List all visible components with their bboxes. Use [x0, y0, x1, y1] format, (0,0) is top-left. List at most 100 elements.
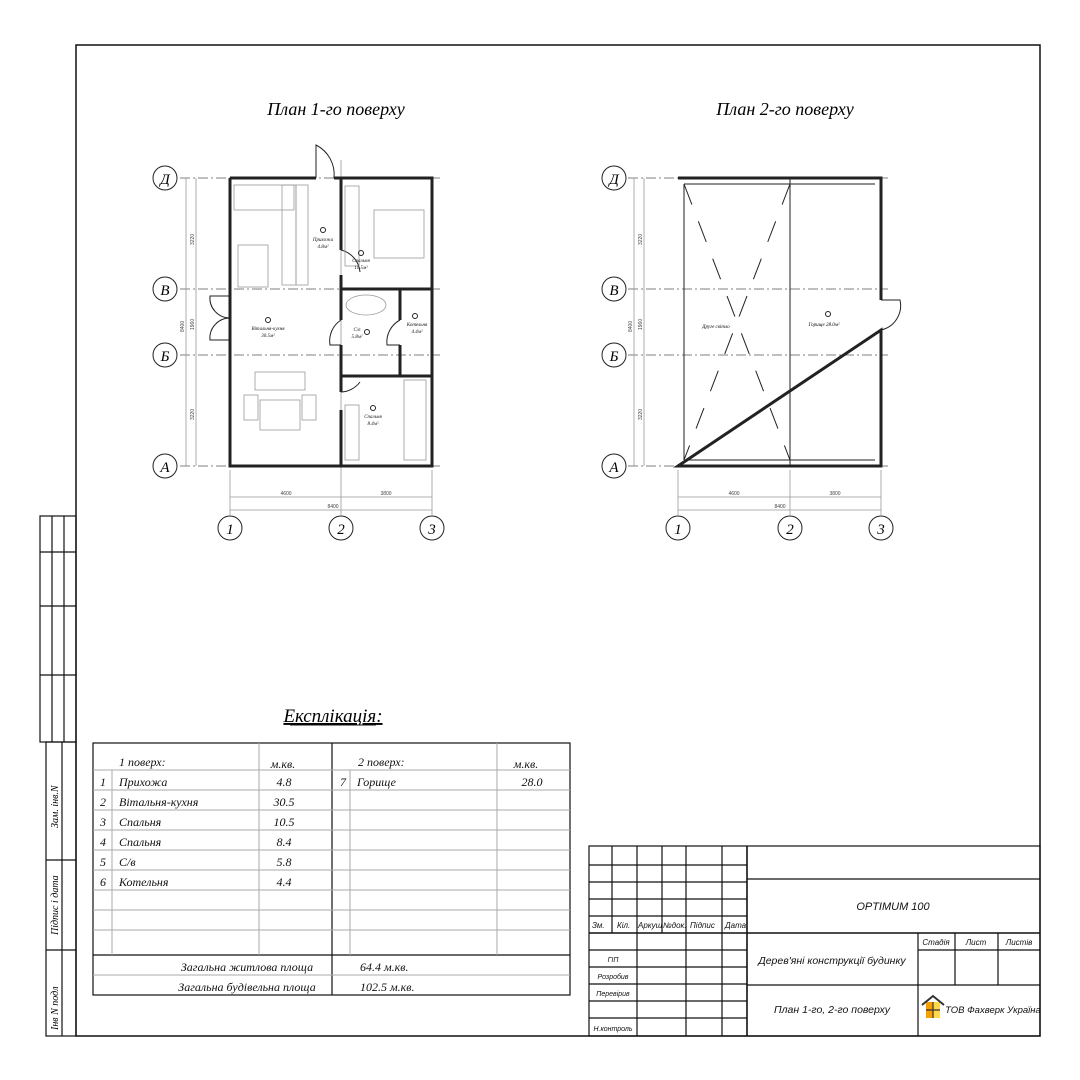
axis-label: 2 — [786, 522, 794, 538]
table-row: 7 Горище 28.0 — [340, 775, 543, 789]
dim-text: 3220 — [190, 234, 196, 245]
axis-label: В — [609, 283, 618, 299]
stage-header: Стадія — [922, 938, 950, 947]
role-norm-control: Н.контроль — [593, 1026, 632, 1033]
svg-text:5.8м²: 5.8м² — [352, 334, 363, 340]
axis-label: 3 — [427, 522, 436, 538]
room-area: 10.5 — [274, 815, 295, 829]
axis-label: А — [159, 460, 170, 476]
axis-label: Б — [609, 349, 619, 365]
dimension-lines: 3220 1960 3220 8400 4600 3800 8400 — [628, 178, 881, 511]
svg-text:30.5м²: 30.5м² — [261, 333, 275, 339]
project-name: OPTIMUM 100 — [856, 901, 930, 913]
sheets-total-header: Листів — [1005, 938, 1033, 947]
axis-bubble-3 — [868, 515, 894, 541]
row-number: 6 — [100, 875, 106, 889]
room-name: Котельня — [118, 875, 169, 889]
room-area: 8.4 — [277, 835, 292, 849]
dim-text: 3220 — [190, 409, 196, 420]
axis-label: А — [608, 460, 619, 476]
door — [880, 299, 902, 331]
floor1-header: 1 поверх: — [119, 755, 166, 769]
side-label-inv-original: Інв N подл — [50, 986, 61, 1031]
role-chief-engineer: ГІП — [608, 957, 620, 964]
second-light-cross — [683, 183, 791, 461]
room-area: 30.5 — [273, 795, 295, 809]
table-row: 6 Котельня 4.4 — [100, 875, 292, 889]
table-row: 4 Спальня 8.4 — [100, 835, 292, 849]
room-name: Горище — [356, 775, 397, 789]
company-logo — [921, 994, 945, 1018]
dim-text: 3220 — [638, 409, 644, 420]
row-number: 3 — [99, 815, 106, 829]
total-building-label: Загальна будівельна площа — [178, 980, 315, 994]
walls — [673, 176, 883, 468]
table-row: 3 Спальня 10.5 — [99, 815, 295, 829]
dim-text: 3220 — [638, 234, 644, 245]
svg-text:Горище 28.0м²: Горище 28.0м² — [808, 322, 840, 328]
axis-bubble-2 — [777, 515, 803, 541]
axis-bubble-3 — [419, 515, 445, 541]
axis-label: 3 — [876, 522, 885, 538]
total-building-value: 102.5 м.кв. — [360, 980, 414, 994]
room-name: Спальня — [119, 835, 162, 849]
subject: Дерев'яні конструкції будинку — [757, 955, 906, 967]
doors — [209, 144, 401, 393]
sheet-frame — [75, 44, 1041, 1037]
svg-text:4.8м²: 4.8м² — [318, 244, 329, 250]
total-living-label: Загальна житлова площа — [181, 960, 313, 974]
floor2-header: 2 поверх: — [358, 755, 405, 769]
axis-bubble-1 — [217, 515, 243, 541]
room-area: 4.4 — [277, 875, 292, 889]
svg-text:Спальня: Спальня — [352, 259, 370, 264]
plan2-title: План 2-го поверху — [715, 99, 853, 119]
axis-label: В — [160, 283, 169, 299]
axis-bubble-v — [152, 276, 178, 302]
dim-text: 4600 — [728, 491, 739, 497]
dim-text: 8400 — [774, 504, 785, 510]
room-area: 4.8 — [277, 775, 292, 789]
svg-text:4.4м²: 4.4м² — [412, 329, 423, 335]
sheet-title: План 1-го, 2-го поверху — [774, 1004, 891, 1016]
room-name: Спальня — [119, 815, 162, 829]
header-sheet: Аркуш — [637, 921, 663, 930]
room-label-bathroom: С/в5.8м² — [352, 328, 370, 340]
axis-bubble-d — [152, 165, 178, 191]
explication-title: Експлікація: — [282, 706, 382, 727]
axis-bubble-b — [152, 342, 178, 368]
sheet-header: Лист — [965, 938, 987, 947]
explication-table: Експлікація: 1 поверх: м.кв. 2 поверх: м… — [92, 706, 571, 996]
svg-text:Вітальня-кухня: Вітальня-кухня — [251, 327, 285, 332]
axis-label: 1 — [226, 522, 234, 538]
axis-label: 2 — [337, 522, 345, 538]
room-area: 28.0 — [522, 775, 543, 789]
dim-text: 3800 — [829, 491, 840, 497]
total-living-value: 64.4 м.кв. — [360, 960, 408, 974]
axis-label: Д — [607, 172, 620, 188]
header-date: Дата — [724, 921, 747, 930]
header-change: Зм. — [592, 921, 605, 930]
axis-bubble-1 — [665, 515, 691, 541]
axis-label: Д — [158, 172, 171, 188]
row-number: 7 — [340, 775, 347, 789]
room-name: Вітальня-кухня — [119, 795, 199, 809]
svg-text:10.5м²: 10.5м² — [354, 265, 368, 271]
svg-text:8.4м²: 8.4м² — [368, 421, 379, 427]
axis-label: 1 — [674, 522, 682, 538]
role-developed-by: Розробив — [598, 973, 629, 981]
room-area: 5.8 — [277, 855, 292, 869]
dim-text: 8400 — [180, 321, 186, 332]
walls — [228, 176, 434, 468]
header-qty: Кіл. — [617, 921, 630, 930]
dimension-lines: 3220 1960 3220 8400 4600 3800 8400 — [180, 178, 432, 511]
table-row: 2 Вітальня-кухня 30.5 — [100, 795, 295, 809]
row-number: 2 — [100, 795, 106, 809]
row-number: 4 — [100, 835, 106, 849]
dim-text: 8400 — [327, 504, 338, 510]
